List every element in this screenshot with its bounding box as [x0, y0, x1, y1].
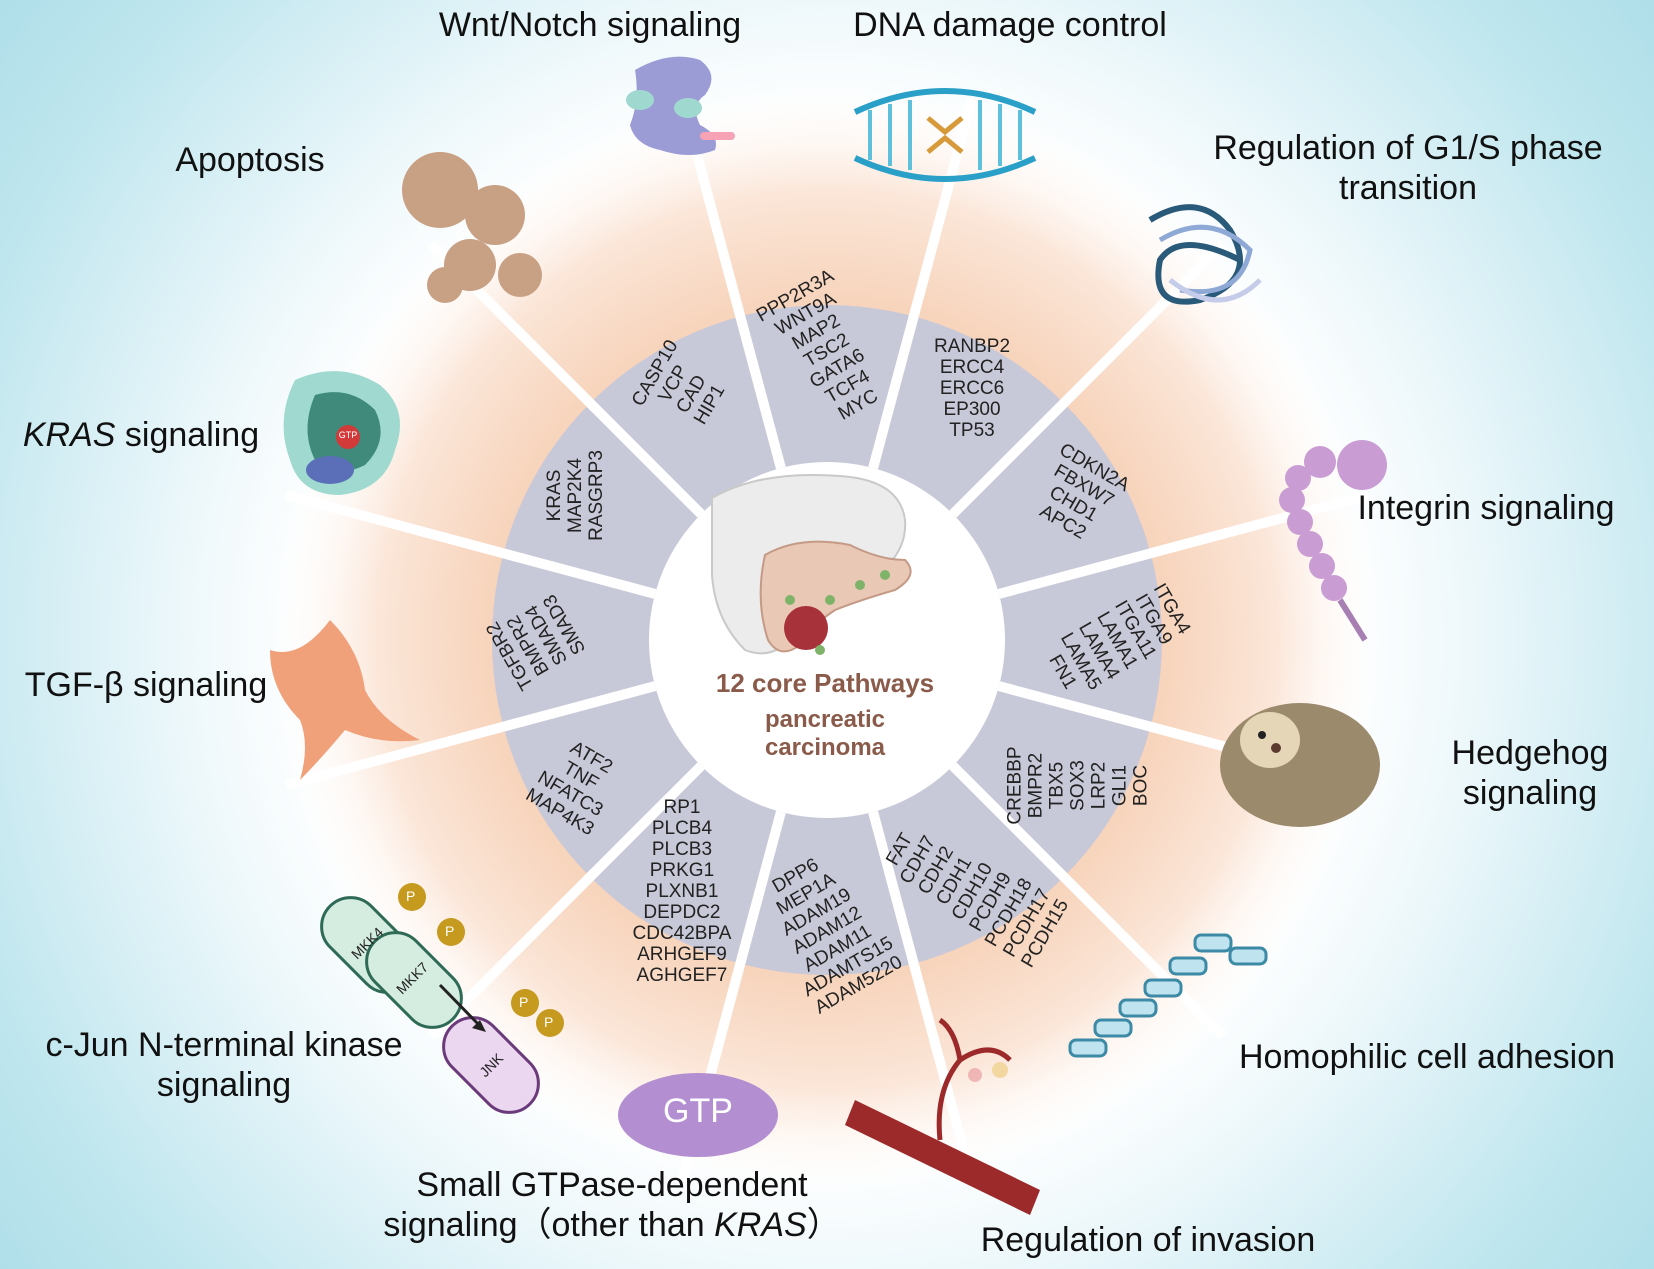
- jnk-cascade-icon: [320, 883, 564, 1114]
- pathway-label-apoptosis: Apoptosis: [175, 141, 325, 179]
- pathway-label-invasion: Regulation of invasion: [980, 1221, 1316, 1259]
- pathway-label-gtpase-line2: signaling（other than KRAS）: [362, 1205, 862, 1245]
- phospho-label-2: P: [445, 923, 455, 939]
- pathway-label-wnt: Wnt/Notch signaling: [438, 6, 742, 44]
- pathway-label-homophilic: Homophilic cell adhesion: [1238, 1038, 1616, 1076]
- center-title: 12 core Pathways: [715, 668, 935, 698]
- pathway-label-gtpase-line1: Small GTPase-dependent: [416, 1166, 808, 1204]
- center-subtitle-line1: pancreatic: [764, 706, 886, 733]
- sector-divider: [949, 240, 1227, 518]
- phospho-label-3: P: [519, 994, 529, 1010]
- pathway-label-kras: KRAS signaling: [6, 415, 276, 455]
- sector-divider: [284, 681, 657, 790]
- pathway-label-gtpase-line2-italic: KRAS: [714, 1206, 807, 1244]
- liver-pancreas-illustration: [711, 473, 912, 655]
- pathway-label-g1s-line2: transition: [1339, 169, 1477, 207]
- pathway-label-g1s-line1: Regulation of G1/S phase: [1213, 129, 1603, 167]
- sector-divider: [868, 810, 977, 1183]
- pathway-label-jnk: c-Jun N-terminal kinase signaling: [14, 1025, 434, 1105]
- center-subtitle-line2: carcinoma: [764, 734, 886, 761]
- sector-divider: [284, 490, 657, 599]
- cadherin-icon: [1068, 933, 1268, 1058]
- phospho-label-4: P: [544, 1014, 554, 1030]
- pathway-label-hedgehog-line1: Hedgehog: [1451, 734, 1609, 772]
- hedgehog-icon: [1220, 703, 1380, 827]
- integrin-icon: [1279, 440, 1387, 642]
- chromatin-icon: [1148, 204, 1262, 305]
- gene-list-dna: RANBP2 ERCC4 ERCC6 EP300 TP53: [934, 336, 1011, 442]
- gene-list-gtpase: RP1 PLCB4 PLCB3 PRKG1 PLXNB1 DEPDC2 CDC4…: [632, 796, 732, 986]
- pathway-label-kras-rest: signaling: [115, 416, 260, 454]
- pathway-label-jnk-line2: signaling: [156, 1066, 292, 1104]
- phospho-label-1: P: [406, 888, 416, 904]
- center-subtitle: pancreatic carcinoma: [660, 706, 990, 762]
- pathway-label-tgf: TGF-β signaling: [24, 666, 268, 704]
- dna-icon: [853, 88, 1037, 182]
- sector-divider: [868, 97, 977, 470]
- sector-divider: [427, 762, 705, 1040]
- gene-list-kras: KRAS MAP2K4 RASGRP3: [544, 449, 608, 541]
- sector-divider: [677, 97, 786, 470]
- pathway-label-g1s: Regulation of G1/S phase transition: [1198, 128, 1618, 208]
- pathway-label-jnk-line1: c-Jun N-terminal kinase: [45, 1026, 403, 1064]
- pathway-label-gtpase-line2-post: ）: [806, 1206, 841, 1244]
- pathway-label-kras-italic: KRAS: [22, 416, 116, 454]
- gene-list-hedgehog: CREBBP BMPR2 TBX5 SOX3 LRP2 GLI1 BOC: [1004, 745, 1152, 825]
- pathway-label-hedgehog-line2: signaling: [1462, 774, 1598, 812]
- pathway-label-gtpase: Small GTPase-dependent signaling（other t…: [362, 1165, 862, 1245]
- apoptotic-cell-icon: [402, 152, 542, 303]
- fibroblast-icon: [270, 620, 420, 780]
- blood-vessel-icon: [845, 1017, 1040, 1215]
- kras-cell-icon: [283, 371, 400, 495]
- pathway-label-hedgehog: Hedgehog signaling: [1440, 733, 1620, 813]
- receptor-icon: [626, 56, 735, 155]
- gtp-oval-icon: [618, 1073, 778, 1157]
- gtp-oval-label: GTP: [663, 1092, 733, 1130]
- pathway-label-gtpase-line2-pre: signaling（other than: [383, 1206, 715, 1244]
- pathway-label-integrin: Integrin signaling: [1357, 489, 1615, 527]
- gtp-badge-label: GTP: [338, 430, 358, 440]
- pathway-label-dna: DNA damage control: [853, 6, 1167, 44]
